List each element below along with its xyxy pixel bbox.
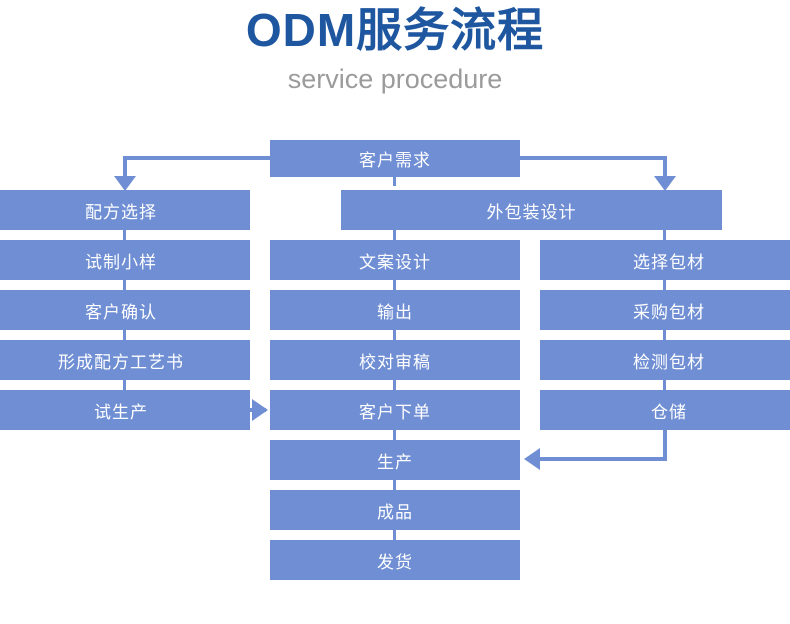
stub-copy-design-to-output — [393, 280, 396, 290]
stub-package-design-to-copy-design — [393, 230, 396, 240]
stub-demand-to-package-design — [393, 176, 396, 186]
node-customer-order[interactable]: 客户下单 — [270, 390, 520, 430]
stub-inspect-material-to-warehousing — [663, 380, 666, 390]
node-formula-doc[interactable]: 形成配方工艺书 — [0, 340, 250, 380]
node-package-design[interactable]: 外包装设计 — [341, 190, 722, 230]
node-customer-confirm[interactable]: 客户确认 — [0, 290, 250, 330]
page-subtitle: service procedure — [287, 64, 503, 94]
connector-demand-to-package-vertical — [663, 156, 667, 180]
node-proofreading[interactable]: 校对审稿 — [270, 340, 520, 380]
node-formula-select[interactable]: 配方选择 — [0, 190, 250, 230]
node-output[interactable]: 输出 — [270, 290, 520, 330]
node-shipment[interactable]: 发货 — [270, 540, 520, 580]
stub-package-design-to-select-material — [663, 230, 666, 240]
node-select-material[interactable]: 选择包材 — [540, 240, 790, 280]
node-trial-production[interactable]: 试生产 — [0, 390, 250, 430]
node-customer-demand[interactable]: 客户需求 — [270, 140, 520, 177]
stub-customer-order-to-production — [393, 430, 396, 440]
node-purchase-material[interactable]: 采购包材 — [540, 290, 790, 330]
stub-proofreading-to-customer-order — [393, 380, 396, 390]
node-production[interactable]: 生产 — [270, 440, 520, 480]
stub-formula-select-to-trial-sample — [123, 230, 126, 240]
stub-customer-confirm-to-formula-doc — [123, 330, 126, 340]
stub-select-material-to-purchase-material — [663, 280, 666, 290]
arrowhead-into-formula-select — [114, 176, 136, 191]
connector-warehousing-down — [663, 430, 667, 460]
node-finished-goods[interactable]: 成品 — [270, 490, 520, 530]
stub-formula-doc-to-trial-production — [123, 380, 126, 390]
connector-warehousing-to-production — [540, 457, 667, 461]
node-warehousing[interactable]: 仓储 — [540, 390, 790, 430]
page-title: ODM服务流程 — [245, 4, 545, 56]
arrowhead-into-production — [524, 448, 540, 470]
connector-demand-to-package-horizontal — [518, 156, 667, 160]
stub-purchase-material-to-inspect-material — [663, 330, 666, 340]
stub-output-to-proofreading — [393, 330, 396, 340]
stub-production-to-finished-goods — [393, 480, 396, 490]
stub-finished-goods-to-shipment — [393, 530, 396, 540]
node-copy-design[interactable]: 文案设计 — [270, 240, 520, 280]
stub-trial-sample-to-customer-confirm — [123, 280, 126, 290]
arrowhead-into-package-design — [654, 176, 676, 191]
arrowhead-into-customer-order — [252, 399, 268, 421]
connector-demand-to-formula-vertical — [123, 156, 127, 180]
node-inspect-material[interactable]: 检测包材 — [540, 340, 790, 380]
connector-demand-to-formula-horizontal — [123, 156, 273, 160]
node-trial-sample[interactable]: 试制小样 — [0, 240, 250, 280]
